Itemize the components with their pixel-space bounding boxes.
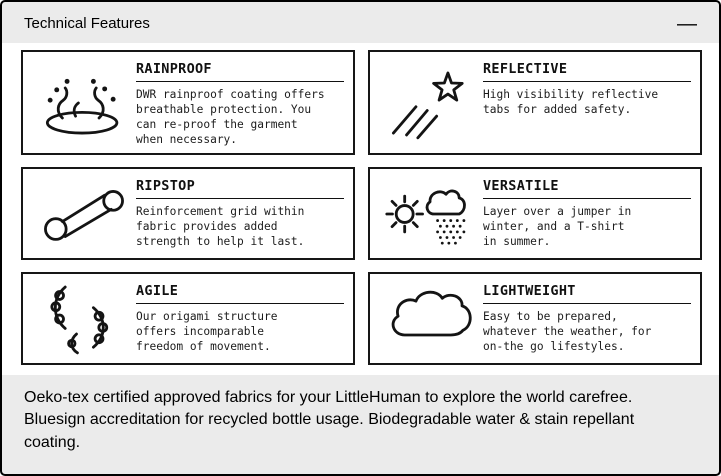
sun-and-rain-icon [379, 176, 483, 252]
feature-title: AGILE [136, 283, 179, 299]
feature-title: RAINPROOF [136, 61, 212, 77]
title-divider [136, 303, 344, 304]
feature-title: RIPSTOP [136, 178, 195, 194]
features-grid: RAINPROOF DWR rainproof coating offers b… [2, 43, 719, 375]
pea-pods-icon [32, 281, 136, 357]
feature-description: Easy to be prepared, whatever the weathe… [483, 310, 652, 353]
feature-description: Our origami structure offers incomparabl… [136, 310, 278, 353]
section-title: Technical Features [24, 15, 150, 32]
title-divider [136, 198, 344, 199]
cloud-icon [379, 281, 483, 357]
feature-title: REFLECTIVE [483, 61, 568, 77]
title-divider [483, 198, 691, 199]
title-divider [483, 81, 691, 82]
feature-title: VERSATILE [483, 178, 559, 194]
linked-rings-icon [32, 176, 136, 252]
feature-card-ripstop: RIPSTOP Reinforcement grid within fabric… [21, 167, 355, 260]
feature-description: Layer over a jumper in winter, and a T-s… [483, 205, 632, 248]
feature-card-agile: AGILE Our origami structure offers incom… [21, 272, 355, 365]
feature-card-reflective: REFLECTIVE High visibility reflective ta… [368, 50, 702, 155]
feature-card-rainproof: RAINPROOF DWR rainproof coating offers b… [21, 50, 355, 155]
collapse-minus-icon[interactable]: — [677, 12, 697, 35]
shooting-star-icon [379, 65, 483, 141]
certifications-text: Oeko-tex certified approved fabrics for … [24, 389, 635, 451]
title-divider [483, 303, 691, 304]
rain-splash-icon [32, 65, 136, 141]
feature-title: LIGHTWEIGHT [483, 283, 576, 299]
feature-description: DWR rainproof coating offers breathable … [136, 88, 325, 146]
accordion-header[interactable]: Technical Features — [2, 2, 719, 43]
feature-description: Reinforcement grid within fabric provide… [136, 205, 305, 248]
title-divider [136, 81, 344, 82]
feature-card-lightweight: LIGHTWEIGHT Easy to be prepared, whateve… [368, 272, 702, 365]
feature-card-versatile: VERSATILE Layer over a jumper in winter,… [368, 167, 702, 260]
feature-description: High visibility reflective tabs for adde… [483, 88, 659, 116]
